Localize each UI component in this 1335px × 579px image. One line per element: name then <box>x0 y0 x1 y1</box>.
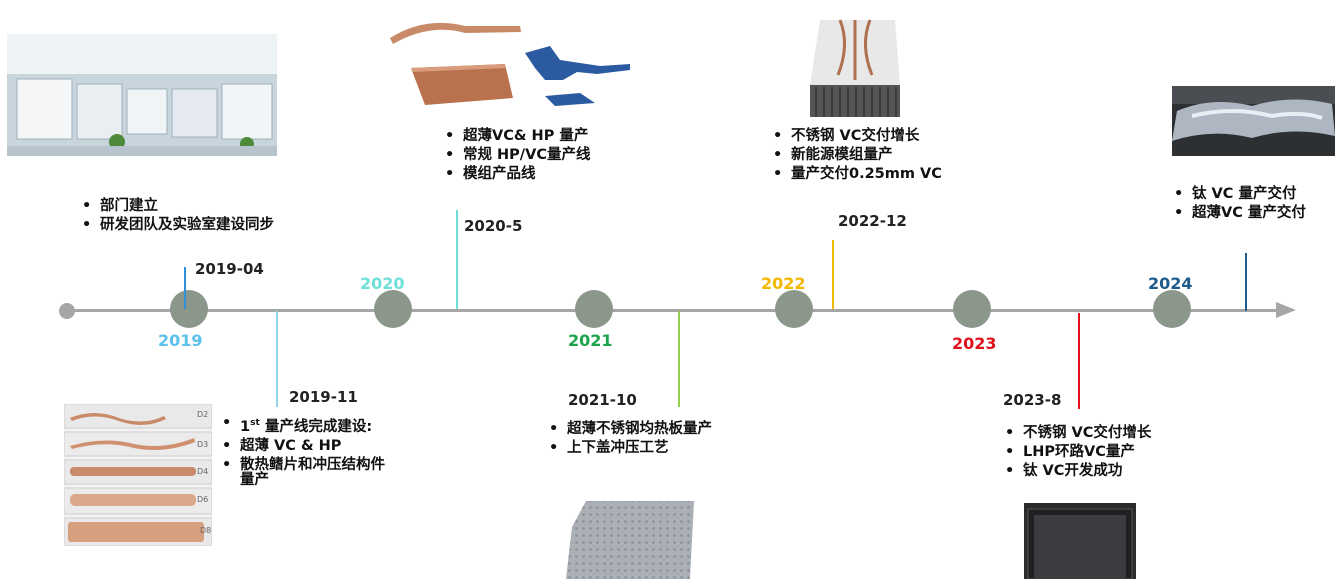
list-item: 钛 VC 量产交付 <box>1172 185 1306 204</box>
tick-2019-04 <box>184 267 186 309</box>
list-item: LHP环路VC量产 <box>1003 443 1151 462</box>
milestone-list-2024: 钛 VC 量产交付 超薄VC 量产交付 <box>1172 185 1306 223</box>
stainless-plate-photo <box>566 497 698 579</box>
tick-2022-12 <box>832 240 834 309</box>
milestone-date-2019-11: 2019-11 <box>289 388 358 406</box>
list-item: 不锈钢 VC交付增长 <box>771 127 942 146</box>
ordinal-number: 1 <box>240 418 251 435</box>
tick-2023-8 <box>1078 313 1080 409</box>
timeline-axis <box>66 309 1278 312</box>
year-label-2020: 2020 <box>360 274 405 293</box>
list-item: 量产交付0.25mm VC <box>771 165 942 184</box>
titanium-plate-photo <box>1024 503 1136 579</box>
milestone-date-2022-12: 2022-12 <box>838 212 907 230</box>
list-item-text: 量产线完成建设: <box>264 418 373 435</box>
tick-2019-11 <box>276 311 278 407</box>
milestone-list-2019-11: 1st 量产线完成建设: 超薄 VC & HP 散热鳍片和冲压结构件 <box>220 414 385 475</box>
year-label-2024: 2024 <box>1148 274 1193 293</box>
list-item: 超薄不锈钢均热板量产 <box>547 420 712 439</box>
milestone-date-2021-10: 2021-10 <box>568 391 637 409</box>
year-label-2023: 2023 <box>952 334 997 353</box>
list-item: 超薄 VC & HP <box>220 437 385 456</box>
list-item: 超薄VC& HP 量产 <box>443 127 590 146</box>
heatpipe-samples-photo: D2 D3 D4 D6 D8 <box>64 404 212 546</box>
list-item: 常规 HP/VC量产线 <box>443 146 590 165</box>
milestone-2019-11-continuation: 量产 <box>240 472 269 488</box>
tick-2024 <box>1245 253 1247 311</box>
year-label-2019: 2019 <box>158 331 203 350</box>
year-label-2022: 2022 <box>761 274 806 293</box>
list-item: 模组产品线 <box>443 165 590 184</box>
sample-label-d4: D4 <box>197 467 209 476</box>
year-node-2022 <box>775 290 813 328</box>
milestone-list-2019-04: 部门建立 研发团队及实验室建设同步 <box>80 197 274 235</box>
year-label-2021: 2021 <box>568 331 613 350</box>
tick-2021-10 <box>678 311 680 407</box>
year-node-2019 <box>170 290 208 328</box>
milestone-list-2020-5: 超薄VC& HP 量产 常规 HP/VC量产线 模组产品线 <box>443 127 590 184</box>
milestone-list-2022-12: 不锈钢 VC交付增长 新能源模组量产 量产交付0.25mm VC <box>771 127 942 184</box>
list-item: 不锈钢 VC交付增长 <box>1003 424 1151 443</box>
sample-label-d3: D3 <box>197 440 209 449</box>
tick-2020-5 <box>456 210 458 309</box>
milestone-list-2023-8: 不锈钢 VC交付增长 LHP环路VC量产 钛 VC开发成功 <box>1003 424 1151 481</box>
sample-label-d2: D2 <box>197 410 209 419</box>
list-item: 钛 VC开发成功 <box>1003 462 1151 481</box>
milestone-list-2021-10: 超薄不锈钢均热板量产 上下盖冲压工艺 <box>547 420 712 458</box>
list-item: 新能源模组量产 <box>771 146 942 165</box>
heatpipe-vc-photo <box>385 8 635 113</box>
timeline-arrow-icon <box>1276 302 1296 318</box>
list-item: 散热鳍片和冲压结构件 <box>220 456 385 475</box>
milestone-date-2019-04: 2019-04 <box>195 260 264 278</box>
sample-label-d6: D6 <box>197 495 209 504</box>
list-item: 部门建立 <box>80 197 274 216</box>
list-item: 超薄VC 量产交付 <box>1172 204 1306 223</box>
titanium-vc-photo <box>1172 86 1335 156</box>
list-item: 1st 量产线完成建设: <box>220 414 385 437</box>
ordinal-suffix: st <box>250 418 260 428</box>
sample-label-d8: D8 <box>200 526 212 535</box>
year-node-2024 <box>1153 290 1191 328</box>
list-item: 研发团队及实验室建设同步 <box>80 216 274 235</box>
year-node-2021 <box>575 290 613 328</box>
year-node-2020 <box>374 290 412 328</box>
milestone-date-2023-8: 2023-8 <box>1003 391 1062 409</box>
vc-module-photo <box>810 15 900 120</box>
factory-photo <box>7 34 277 156</box>
list-item: 上下盖冲压工艺 <box>547 439 712 458</box>
milestone-date-2020-5: 2020-5 <box>464 217 523 235</box>
year-node-2023 <box>953 290 991 328</box>
